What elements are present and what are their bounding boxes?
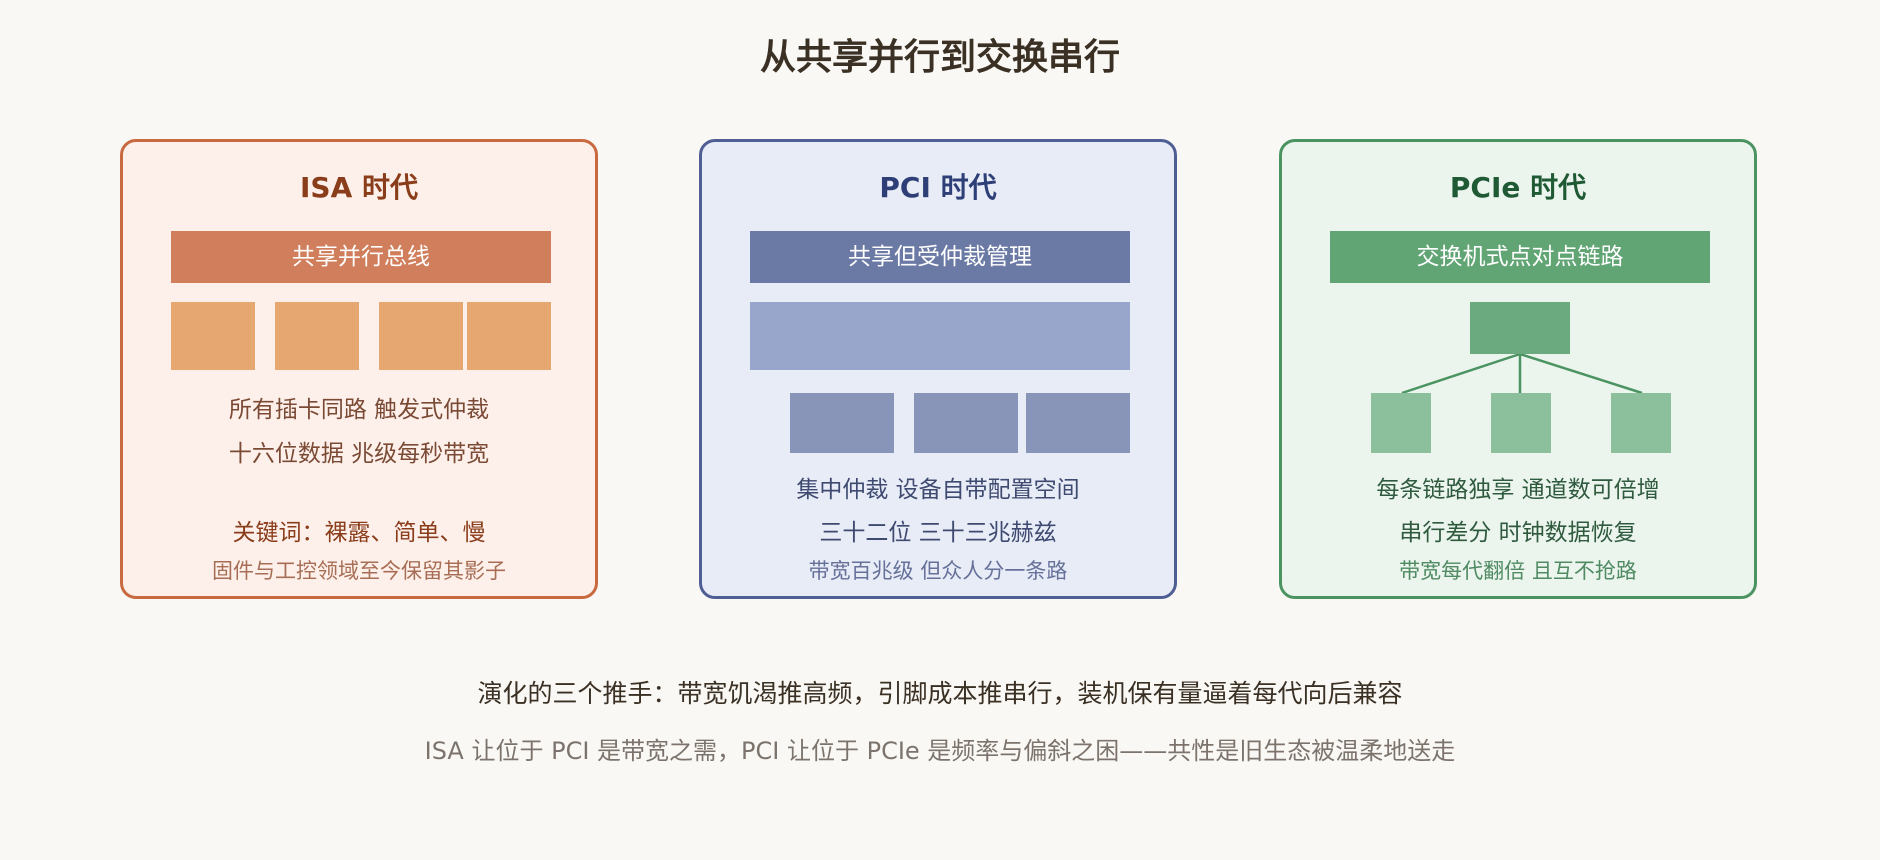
pci-device-block [914,393,1018,453]
isa-keywords: 关键词：裸露、简单、慢 [232,520,486,546]
isa-card-block [379,302,463,370]
isa-panel: ISA 时代 共享并行总线 所有插卡同路 触发式仲裁 十六位数据 兆级每秒带宽 … [120,139,598,599]
pci-shared-bus-bar [750,302,1130,370]
summary-drivers: 演化的三个推手：带宽饥渴推高频，引脚成本推串行，装机保有量逼着每代向后兼容 [477,679,1403,708]
pcie-link-line [1401,352,1521,395]
isa-panel-title: ISA 时代 [299,171,418,204]
pcie-panel-title: PCIe 时代 [1449,171,1587,204]
pci-panel: PCI 时代 共享但受仲裁管理 集中仲裁 设备自带配置空间 三十二位 三十三兆赫… [699,139,1177,599]
pci-text-line-2: 三十二位 三十三兆赫兹 [819,520,1057,546]
pci-device-block [790,393,894,453]
pcie-link-lines [1401,352,1643,395]
pcie-endpoint-block [1371,393,1431,453]
isa-note: 固件与工控领域至今保留其影子 [212,559,506,583]
pcie-switch-link-banner: 交换机式点对点链路 [1330,231,1710,283]
isa-card-block [467,302,551,370]
pcie-endpoint-block [1491,393,1551,453]
isa-shared-bus-banner: 共享并行总线 [171,231,551,283]
pcie-endpoint-block [1611,393,1671,453]
diagram-title: 从共享并行到交换串行 [759,37,1120,78]
isa-text-line-2: 十六位数据 兆级每秒带宽 [228,441,490,467]
pci-panel-title: PCI 时代 [879,171,997,204]
pci-arbiter-banner: 共享但受仲裁管理 [750,231,1130,283]
pcie-note: 带宽每代翻倍 且互不抢路 [1399,559,1637,583]
isa-card-block [275,302,359,370]
isa-card-block [171,302,255,370]
pcie-switch-block [1470,302,1570,354]
pci-device-block [1026,393,1130,453]
pcie-link-line [1519,352,1643,395]
pci-text-line-1: 集中仲裁 设备自带配置空间 [796,477,1080,503]
pcie-panel: PCIe 时代 交换机式点对点链路 每条链路独享 通道数可倍增 串行差分 时钟数… [1279,139,1757,599]
pci-note: 带宽百兆级 但众人分一条路 [808,559,1068,583]
pcie-text-line-1: 每条链路独享 通道数可倍增 [1376,477,1660,503]
isa-text-line-1: 所有插卡同路 触发式仲裁 [228,397,490,423]
pcie-text-line-2: 串行差分 时钟数据恢复 [1399,520,1637,546]
summary-transitions: ISA 让位于 PCI 是带宽之需，PCI 让位于 PCIe 是频率与偏斜之困—… [424,737,1456,765]
